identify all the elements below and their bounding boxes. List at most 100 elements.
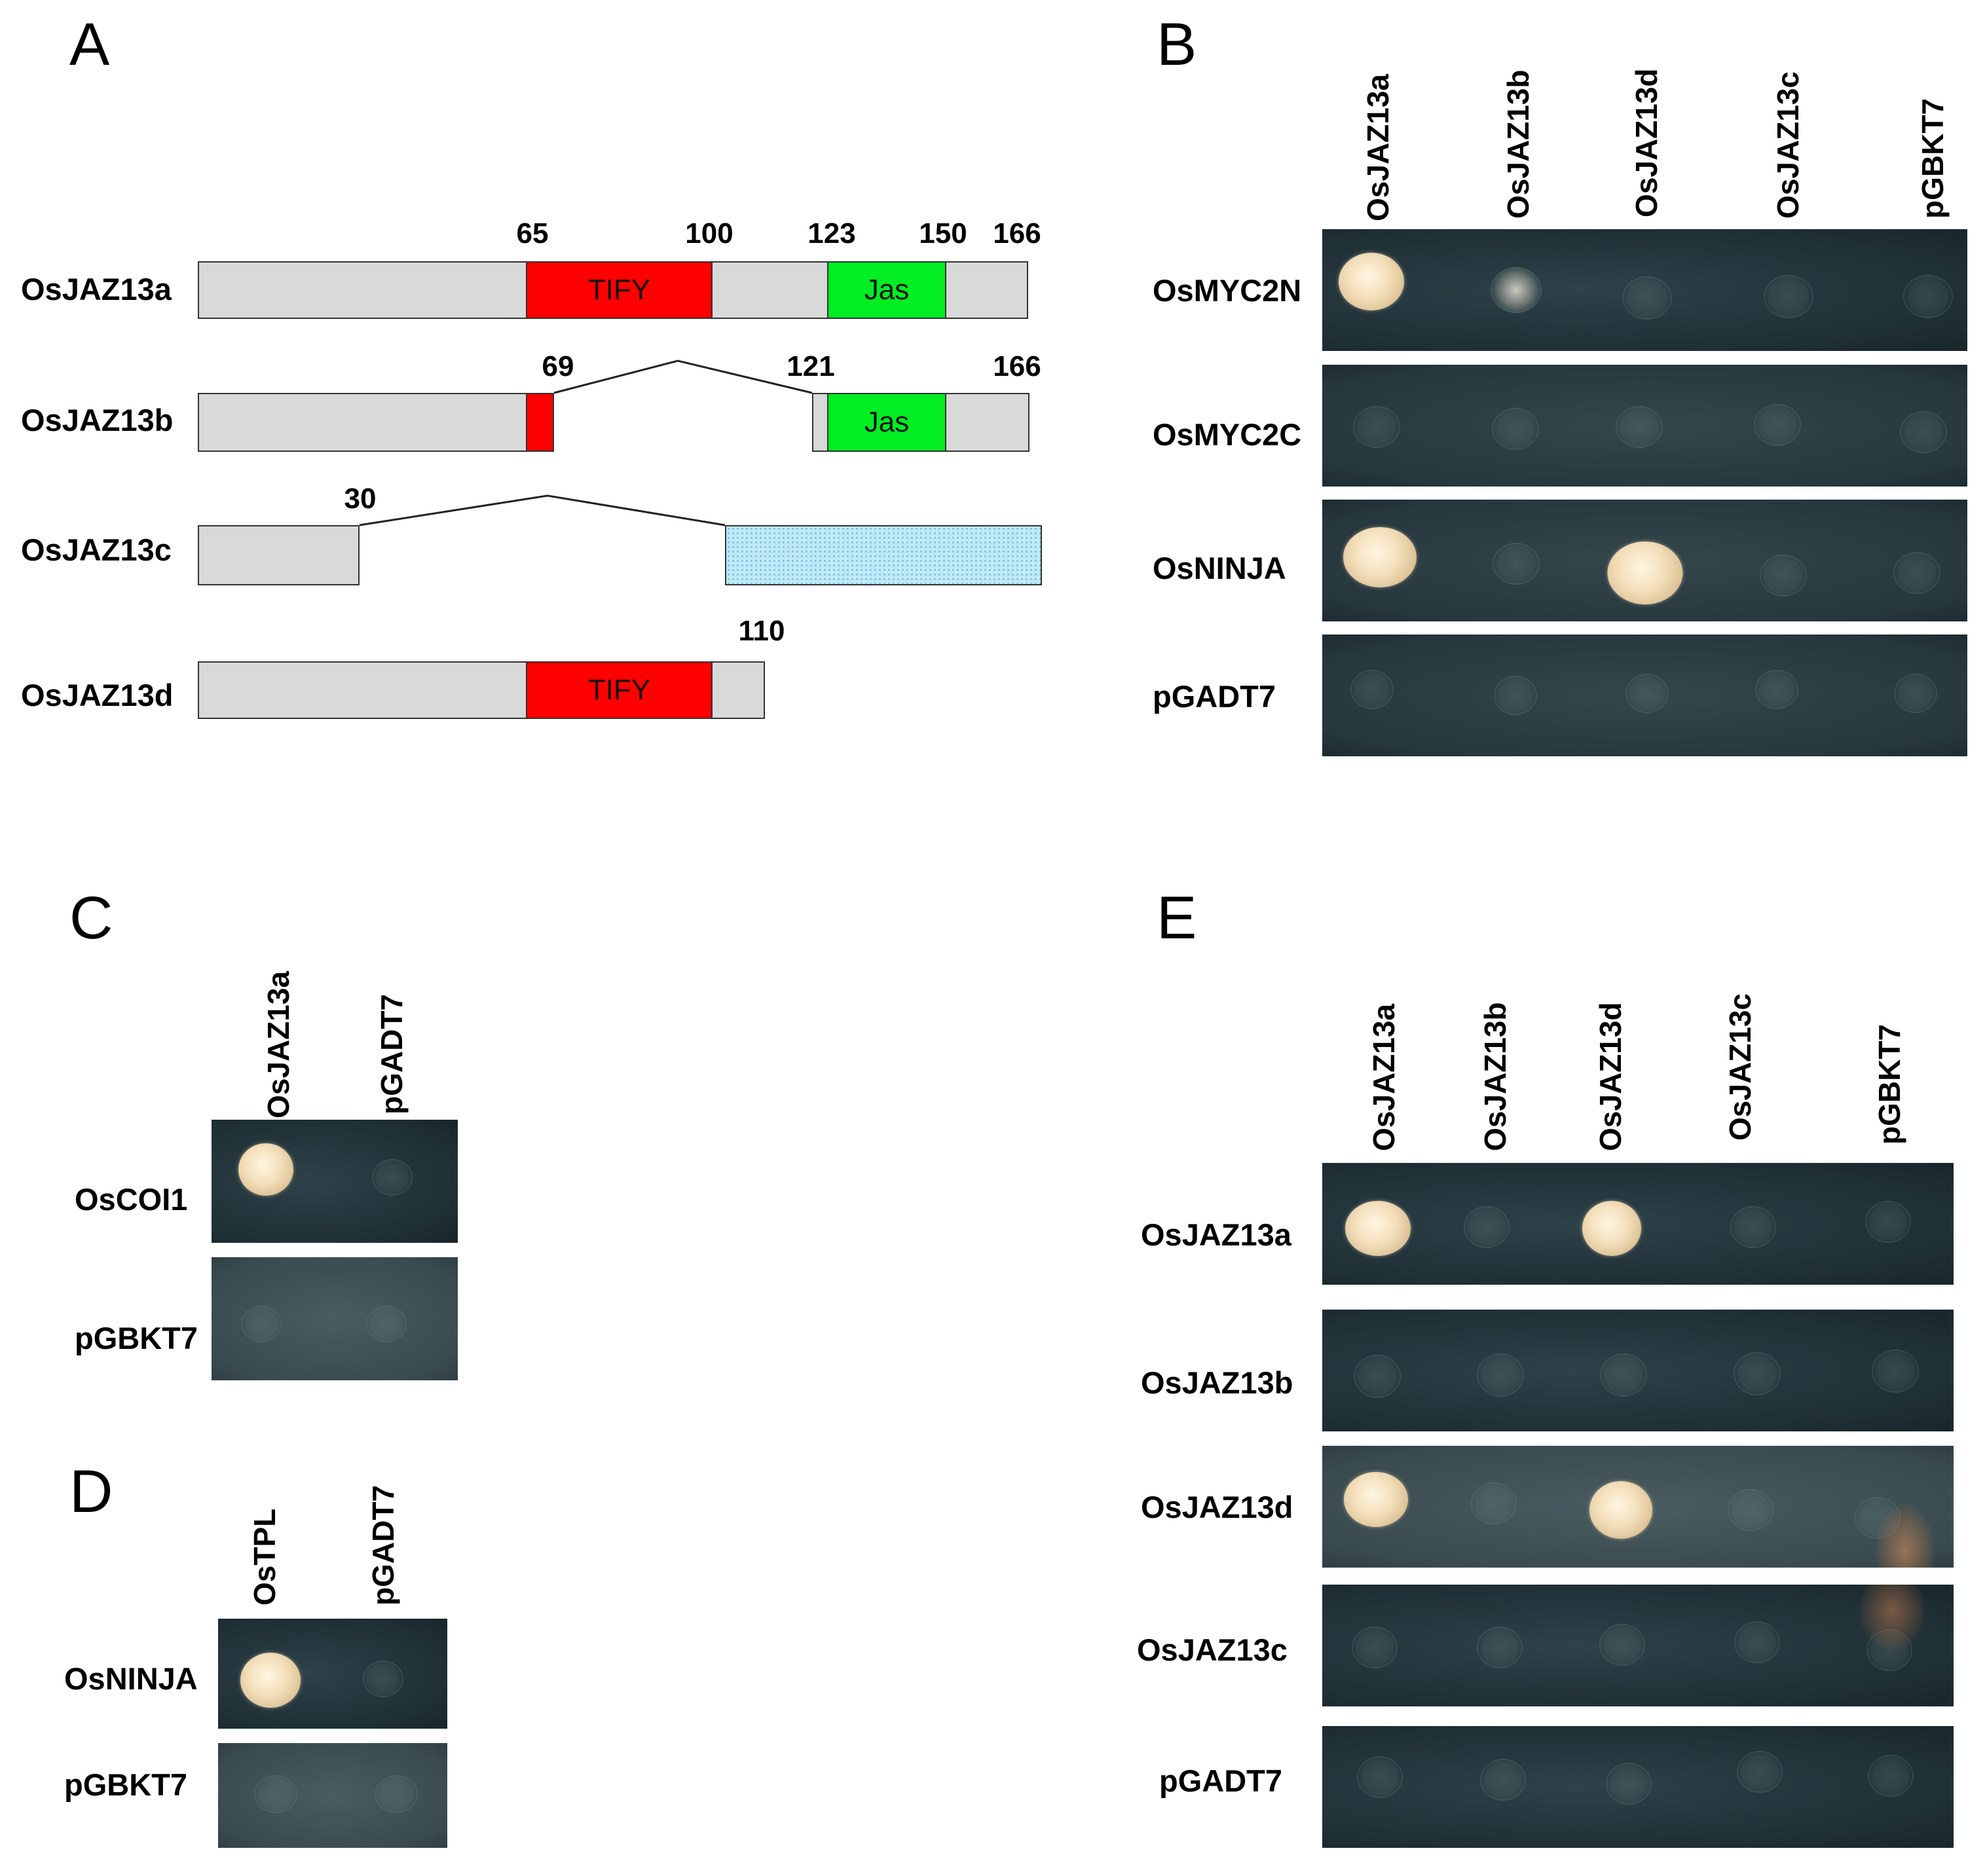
yeast-colony — [1903, 275, 1953, 318]
row-label: OsNINJA — [1153, 551, 1286, 585]
yeast-colony — [372, 1159, 413, 1196]
alternative-exon-osjaz13c — [725, 525, 1042, 585]
gene-exon-osjaz13c-left — [198, 525, 360, 585]
yeast-colony — [1865, 1201, 1911, 1243]
plate-glare — [1859, 1585, 1925, 1650]
yeast-colony — [1734, 1621, 1780, 1663]
plate-row — [1322, 1726, 1954, 1848]
gene-exon-osjaz13b-left — [198, 393, 554, 452]
row-label: OsJAZ13b — [1141, 1365, 1293, 1400]
yeast-colony — [238, 1143, 293, 1196]
splice-connectors — [359, 359, 813, 526]
column-label: OsJAZ13b — [1501, 69, 1535, 219]
position-label: 121 — [787, 350, 835, 382]
tify-domain: TIFY — [526, 261, 713, 319]
plate-row — [212, 1120, 458, 1243]
column-label: OsJAZ13c — [1771, 71, 1805, 219]
plate-row — [1322, 1585, 1954, 1706]
row-label: pGBKT7 — [75, 1321, 198, 1355]
yeast-colony — [1754, 404, 1801, 446]
row-label: OsJAZ13c — [1137, 1632, 1288, 1667]
gene-label-osjaz13d: OsJAZ13d — [21, 678, 174, 712]
yeast-colony — [1893, 552, 1940, 594]
yeast-colony — [1477, 1353, 1524, 1397]
yeast-colony — [1900, 411, 1947, 453]
yeast-colony — [366, 1306, 407, 1342]
row-label: OsMYC2N — [1153, 273, 1302, 308]
yeast-colony — [1760, 555, 1807, 597]
plate-row — [1322, 1446, 1954, 1568]
yeast-colony — [1354, 1355, 1401, 1398]
column-label: pGADT7 — [375, 994, 409, 1114]
yeast-colony — [1755, 670, 1798, 709]
yeast-colony — [1339, 253, 1404, 310]
row-label: pGADT7 — [1159, 1763, 1282, 1798]
gene-label-osjaz13a: OsJAZ13a — [21, 272, 172, 306]
yeast-colony — [1728, 1489, 1773, 1531]
yeast-colony — [1589, 1481, 1652, 1539]
panel-label-a: A — [69, 11, 110, 78]
yeast-colony — [1599, 1624, 1645, 1666]
position-label: 100 — [685, 217, 733, 249]
tify-fragment — [526, 393, 554, 452]
yeast-colony — [1730, 1206, 1776, 1248]
yeast-colony — [1343, 527, 1417, 587]
yeast-colony — [375, 1775, 418, 1813]
position-label: 123 — [807, 217, 856, 249]
yeast-colony — [1480, 1759, 1526, 1801]
plate-row — [1322, 500, 1967, 621]
column-label: pGBKT7 — [1872, 1024, 1906, 1145]
panel-label-c: C — [69, 885, 113, 951]
row-label: pGBKT7 — [64, 1767, 187, 1802]
column-label: OsJAZ13a — [261, 970, 295, 1118]
yeast-colony — [1492, 408, 1539, 450]
position-label: 69 — [542, 350, 574, 382]
yeast-colony — [1494, 676, 1537, 715]
position-label: 65 — [516, 217, 549, 249]
yeast-colony — [1353, 406, 1400, 448]
position-label: 30 — [344, 483, 377, 515]
plate-row — [1322, 1310, 1954, 1431]
yeast-colony — [1606, 1763, 1652, 1805]
position-label: 166 — [993, 217, 1041, 249]
yeast-colony — [1600, 1353, 1647, 1397]
column-label: OsJAZ13c — [1723, 993, 1757, 1141]
yeast-colony — [1737, 1751, 1783, 1793]
yeast-colony — [1625, 674, 1669, 713]
yeast-colony — [363, 1661, 403, 1697]
yeast-colony — [1607, 542, 1683, 604]
yeast-colony — [254, 1775, 297, 1813]
yeast-colony — [1764, 275, 1813, 318]
row-label: OsMYC2C — [1153, 417, 1302, 452]
jas-domain: Jas — [827, 261, 946, 319]
yeast-colony — [1357, 1756, 1403, 1798]
panel-label-b: B — [1157, 11, 1197, 78]
yeast-colony — [1734, 1352, 1781, 1395]
position-label: 110 — [738, 615, 785, 647]
yeast-colony — [241, 1306, 282, 1342]
row-label: OsJAZ13a — [1141, 1217, 1291, 1252]
splice-line-osjaz13b — [553, 359, 813, 394]
yeast-colony — [1868, 1755, 1914, 1797]
yeast-colony — [1491, 267, 1542, 313]
yeast-colony — [1493, 543, 1540, 585]
panel-label-d: D — [69, 1458, 113, 1525]
yeast-colony — [1464, 1206, 1510, 1248]
plate-row — [1322, 635, 1967, 756]
column-label: pGADT7 — [366, 1485, 400, 1606]
yeast-colony — [1872, 1350, 1919, 1393]
gene-label-osjaz13b: OsJAZ13b — [21, 403, 174, 437]
column-label: OsJAZ13a — [1361, 73, 1395, 221]
yeast-colony — [1616, 406, 1663, 448]
row-label: pGADT7 — [1153, 679, 1276, 714]
yeast-colony — [1582, 1201, 1641, 1256]
column-label: OsJAZ13a — [1367, 1003, 1401, 1151]
column-label: OsJAZ13d — [1593, 1002, 1627, 1151]
plate-row — [1322, 229, 1967, 351]
position-label: 166 — [993, 350, 1041, 382]
splice-line-osjaz13c — [359, 494, 726, 526]
yeast-colony — [1894, 674, 1937, 713]
gene-label-osjaz13c: OsJAZ13c — [21, 532, 172, 567]
plate-row — [218, 1743, 447, 1848]
yeast-colony — [1350, 670, 1394, 709]
